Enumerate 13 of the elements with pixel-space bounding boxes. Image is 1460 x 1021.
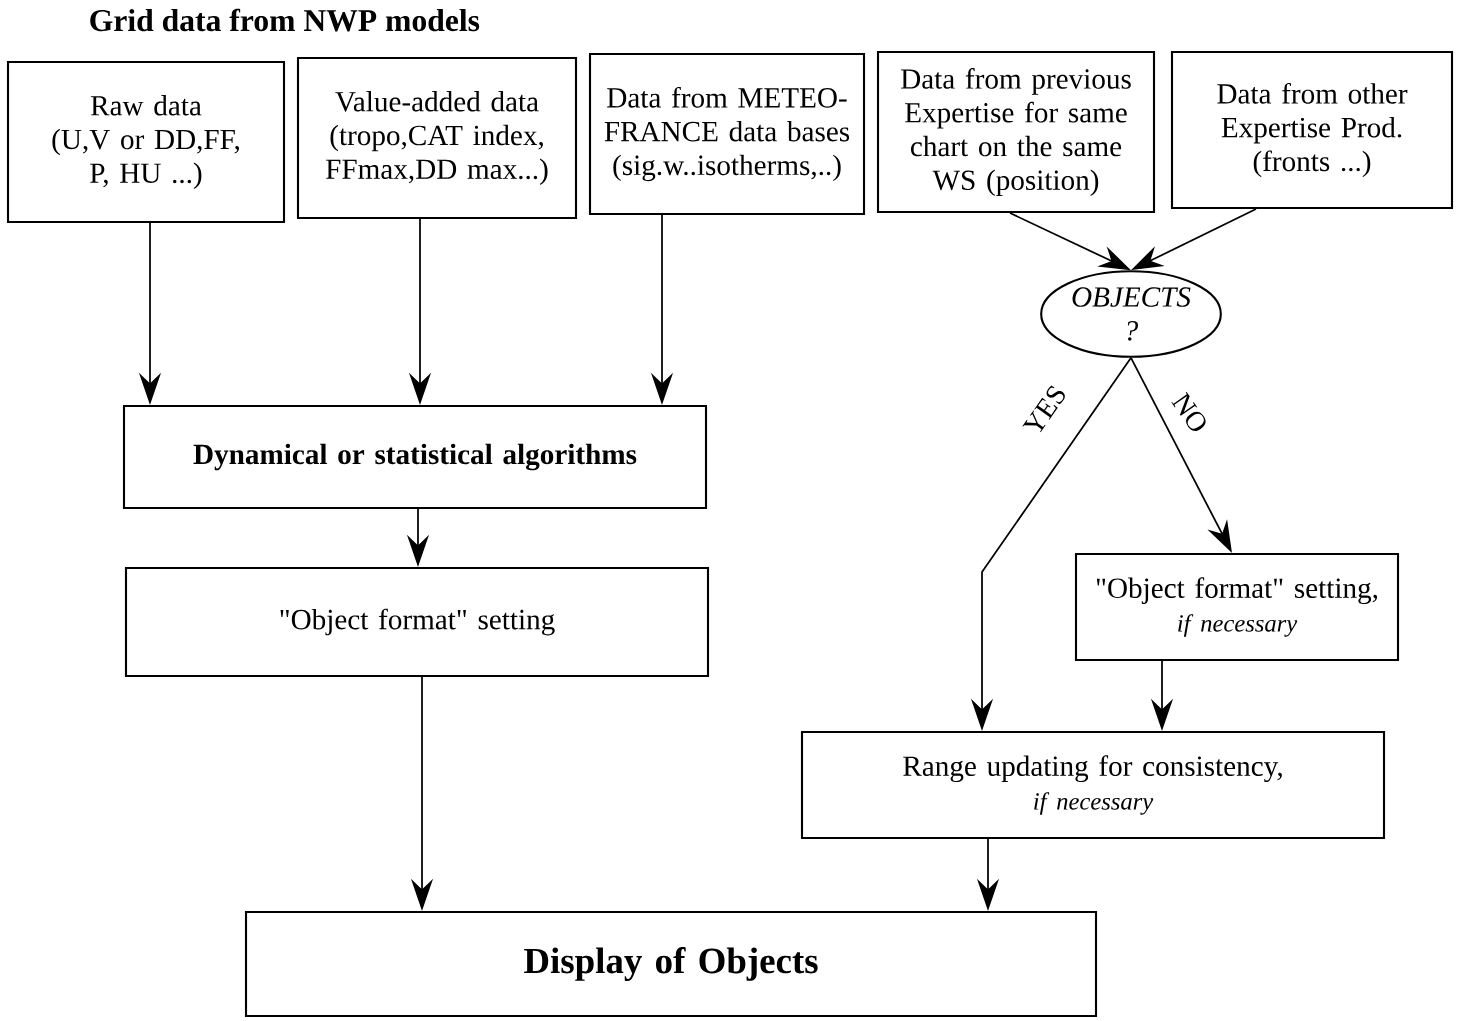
process-box: Range updating for consistency, if necessary: [800, 730, 1386, 840]
process-box: Display of Objects: [244, 910, 1098, 1018]
data-box: Data from METEO-FRANCE data bases (sig.w..isotherms,..): [588, 52, 866, 216]
edge-label: NO: [1165, 386, 1215, 440]
edge-label: YES: [1017, 377, 1073, 443]
data-box: Value-added data (tropo,CAT index, FFmax,DD max...): [296, 56, 578, 220]
heading: Grid data from NWP models: [90, 8, 480, 32]
data-box: Data from previous Expertise for same chart on the same WS (position): [876, 50, 1156, 214]
process-box: Dynamical or statistical algorithms: [122, 404, 708, 510]
process-box: "Object format" setting: [124, 566, 710, 678]
data-box: Raw data (U,V or DD,FF, P, HU ...): [6, 60, 286, 224]
data-box: Data from other Expertise Prod. (fronts ...): [1170, 50, 1454, 210]
process-box: "Object format" setting, if necessary: [1074, 552, 1400, 662]
